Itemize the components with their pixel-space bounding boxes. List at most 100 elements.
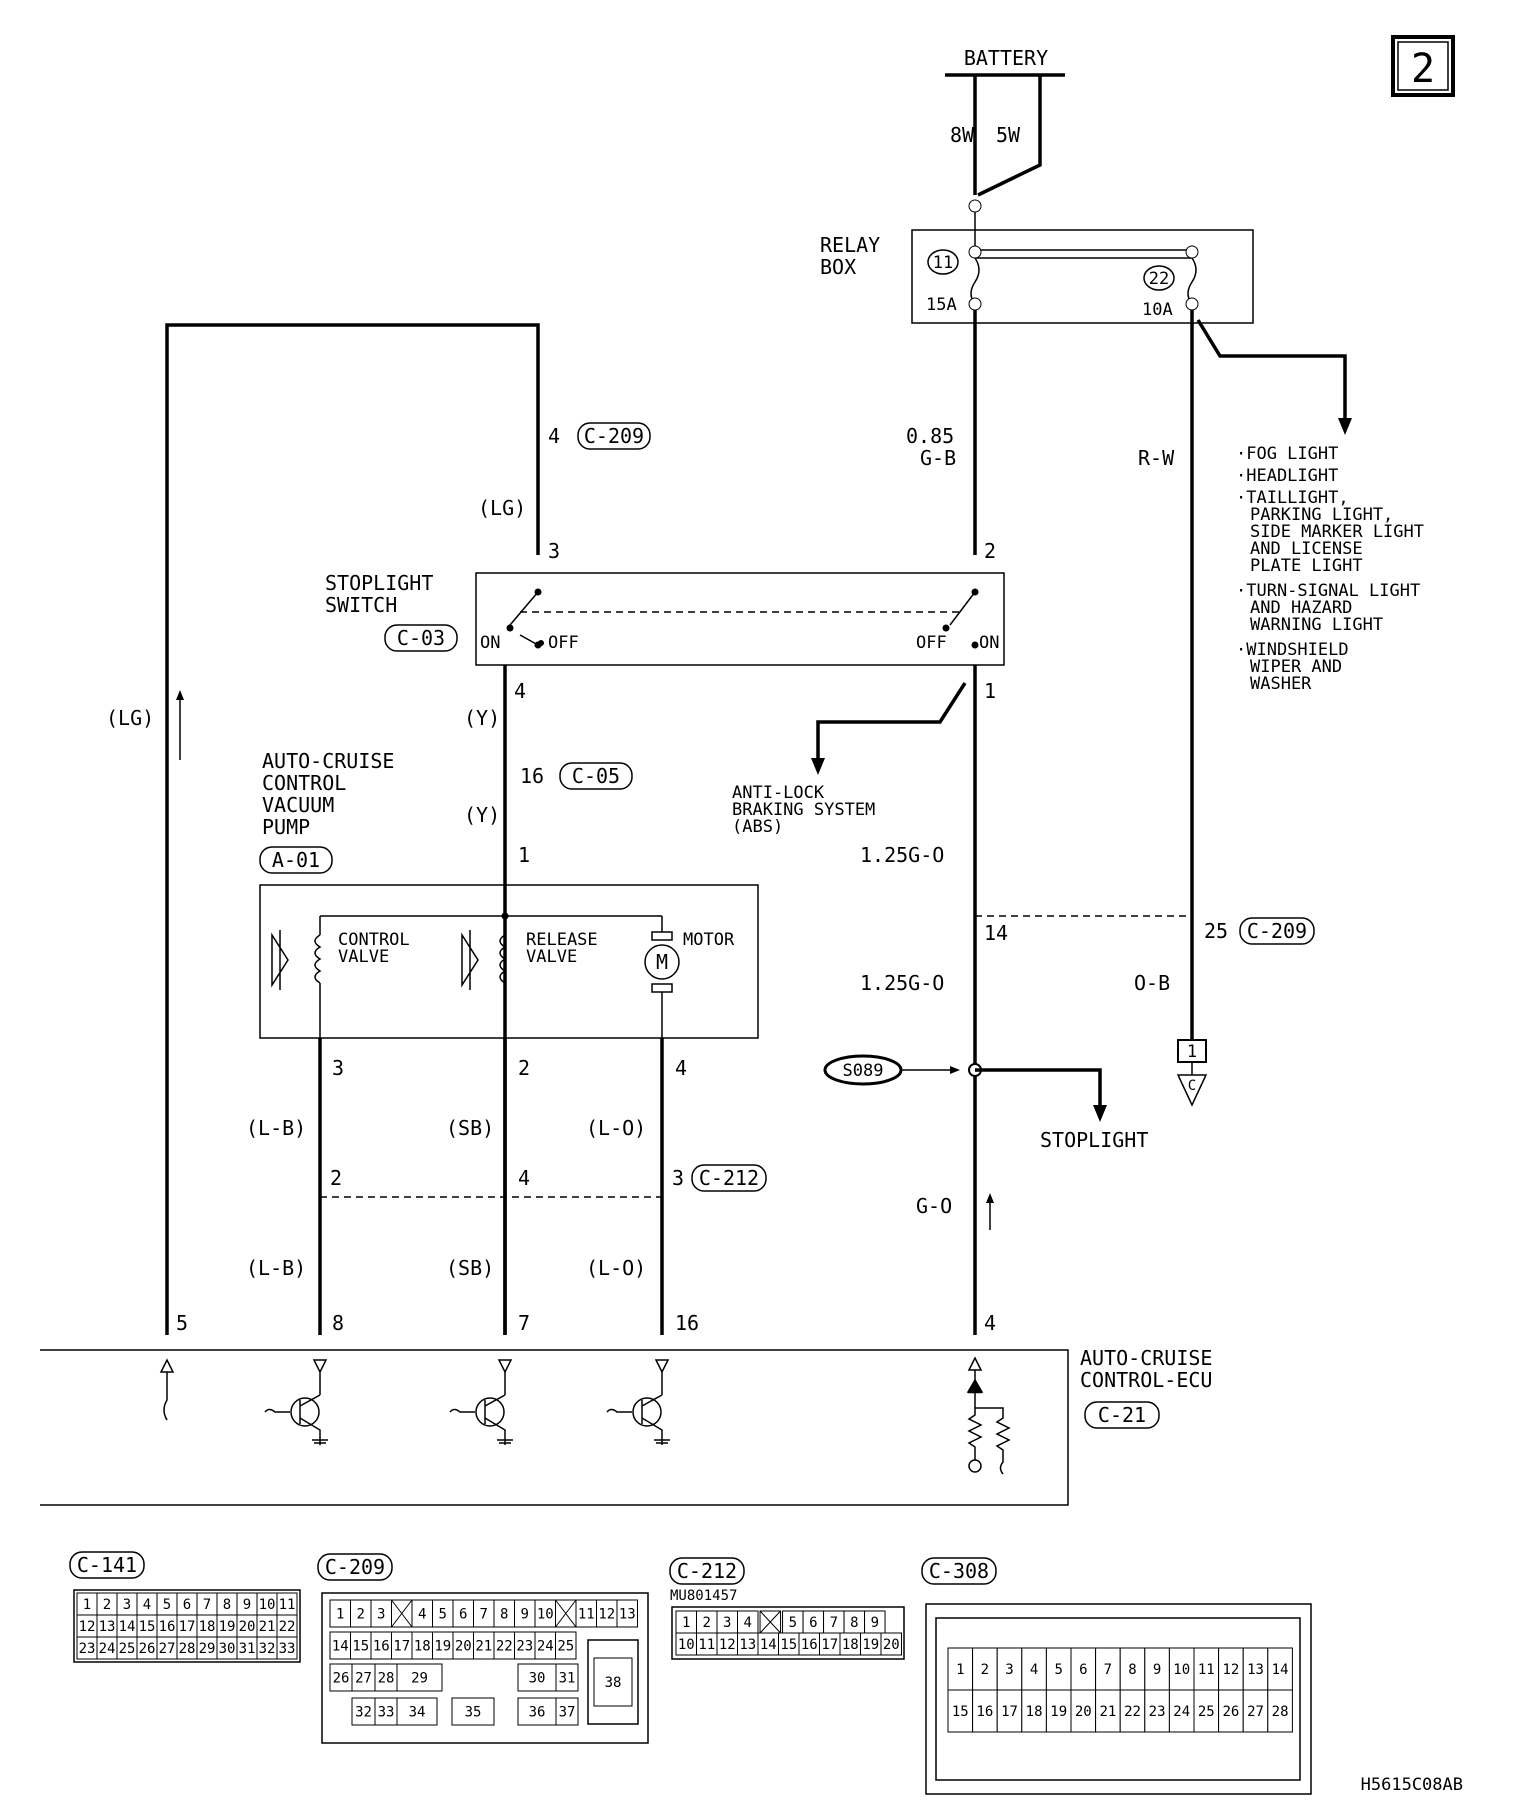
svg-text:3: 3 [332, 1056, 344, 1080]
connector-pin-number: 21 [475, 1639, 492, 1655]
connector-pin-number: 25 [557, 1639, 574, 1655]
page-number-badge: 2 [1391, 35, 1455, 97]
svg-text:C-308: C-308 [929, 1559, 989, 1583]
svg-text:VALVE: VALVE [526, 947, 577, 967]
connector-blank-pin [391, 1599, 413, 1628]
connector-pin-number: 9 [243, 1597, 251, 1613]
connector-pin-cell [1242, 1647, 1269, 1691]
connector-pin-number: 18 [842, 1637, 859, 1653]
connector-pin-number: 22 [279, 1619, 296, 1635]
connector-pin-number: 32 [259, 1641, 276, 1657]
connector-housing [925, 1603, 1312, 1795]
connector-pin-cell [1218, 1689, 1244, 1733]
ground-c-letter: C [1188, 1078, 1196, 1094]
wire-lg-top: (LG) [478, 496, 526, 520]
connector-pin-number: 5 [163, 1597, 171, 1613]
connector-pin-number: 7 [203, 1597, 211, 1613]
connector-housing [671, 1606, 905, 1660]
pump-label-2: CONTROL [262, 771, 346, 795]
c03-label: C-03 [397, 626, 445, 650]
wire-g-o-3: G-O [916, 1194, 952, 1218]
connector-pin-number: 4 [1030, 1662, 1038, 1678]
connector-pin-number: 33 [279, 1641, 296, 1657]
wire-g-o-2: 1.25G-O [860, 971, 944, 995]
svg-text:ON: ON [480, 633, 500, 653]
connector-pin-cell [1070, 1689, 1097, 1733]
c21-label: C-21 [1098, 1403, 1146, 1427]
stoplight-switch: STOPLIGHT SWITCH C-03 ON OFF OFF ON [325, 571, 1005, 666]
pin-14: 14 [984, 921, 1008, 945]
connector-pin-number: 24 [1173, 1704, 1190, 1720]
connector-pin-number: 3 [377, 1607, 385, 1623]
connector-pin-number: 14 [332, 1639, 349, 1655]
connector-pin-number: 13 [1247, 1662, 1264, 1678]
stoplight-label: STOPLIGHT [1040, 1128, 1148, 1152]
pump-label-1: AUTO-CRUISE [262, 749, 394, 773]
svg-text:5: 5 [176, 1311, 188, 1335]
pump-label-3: VACUUM [262, 793, 334, 817]
svg-text:2: 2 [518, 1056, 530, 1080]
connector-pin-number: 27 [159, 1641, 176, 1657]
connector-pin-number: 24 [99, 1641, 116, 1657]
connector-pin-number: 8 [1128, 1662, 1136, 1678]
connector-pin-number: 17 [393, 1639, 410, 1655]
connector-pin-number: 29 [411, 1671, 428, 1687]
connector-pin-number: 13 [99, 1619, 116, 1635]
wire-abs-branch [816, 682, 967, 763]
connector-pin-number: 2 [981, 1662, 989, 1678]
connector-pin-number: 16 [373, 1639, 390, 1655]
connector-pin-number: 9 [871, 1615, 879, 1631]
connector-pin-number: 22 [1124, 1704, 1141, 1720]
connector-pin-number: 31 [559, 1671, 576, 1687]
svg-text:4: 4 [984, 1311, 996, 1335]
svg-text:OFF: OFF [916, 633, 947, 653]
connector-pin-number: 2 [703, 1615, 711, 1631]
splice-s089: S089 [843, 1061, 884, 1081]
connector-pin-number: 14 [119, 1619, 136, 1635]
svg-text:7: 7 [518, 1311, 530, 1335]
page-number: 2 [1411, 46, 1435, 92]
connector-pin-number: 9 [1153, 1662, 1161, 1678]
pin-4-c209: 4 [548, 424, 560, 448]
connector-pin-cell [396, 1663, 443, 1692]
connector-pin-number: 18 [199, 1619, 216, 1635]
connector-pin-cell [1045, 1689, 1072, 1733]
connector-pin-cell [1193, 1647, 1220, 1691]
connector-pin-number: 16 [159, 1619, 176, 1635]
connector-pin-number: 26 [333, 1671, 350, 1687]
connector-pin-cell [616, 1599, 638, 1628]
connector-pin-number: 28 [1272, 1704, 1289, 1720]
connector-pin-cell [1021, 1647, 1047, 1691]
auto-cruise-ecu: AUTO-CRUISE CONTROL-ECU C-21 [40, 1346, 1212, 1506]
connector-pin-number: 25 [1198, 1704, 1215, 1720]
connector-pin-number: 6 [183, 1597, 191, 1613]
wire-y-1: (Y) [464, 706, 500, 730]
svg-text:(SB): (SB) [446, 1256, 494, 1280]
pin-2-switch: 2 [984, 539, 996, 563]
svg-text:WARNING LIGHT: WARNING LIGHT [1250, 615, 1383, 635]
connector-pin-number: 10 [678, 1637, 695, 1653]
svg-text:SIDE MARKER LIGHT: SIDE MARKER LIGHT [1250, 522, 1424, 542]
connector-pin-number: 14 [1272, 1662, 1289, 1678]
svg-text:WIPER AND: WIPER AND [1250, 657, 1342, 677]
c212-label: C-212 [699, 1166, 759, 1190]
fuse-8w-label: 8W [950, 123, 975, 147]
pin-25: 25 [1204, 919, 1228, 943]
connector-pin-number: 24 [537, 1639, 554, 1655]
connector-pin-number: 32 [355, 1705, 372, 1721]
svg-text:·HEADLIGHT: ·HEADLIGHT [1236, 466, 1338, 486]
connector-pin-number: 2 [357, 1607, 365, 1623]
battery-label: BATTERY [964, 46, 1048, 70]
connector-pin-cell [276, 1636, 298, 1660]
connector-pin-cell [1119, 1689, 1146, 1733]
motor-symbol: M [656, 950, 668, 974]
connector-pin-cell [1168, 1647, 1195, 1691]
connector-pin-number: 36 [529, 1705, 546, 1721]
svg-text:C-212: C-212 [677, 1559, 737, 1583]
c209-label-top: C-209 [584, 424, 644, 448]
svg-text:RELEASE: RELEASE [526, 930, 598, 950]
svg-text:·TURN-SIGNAL LIGHT: ·TURN-SIGNAL LIGHT [1236, 581, 1420, 601]
